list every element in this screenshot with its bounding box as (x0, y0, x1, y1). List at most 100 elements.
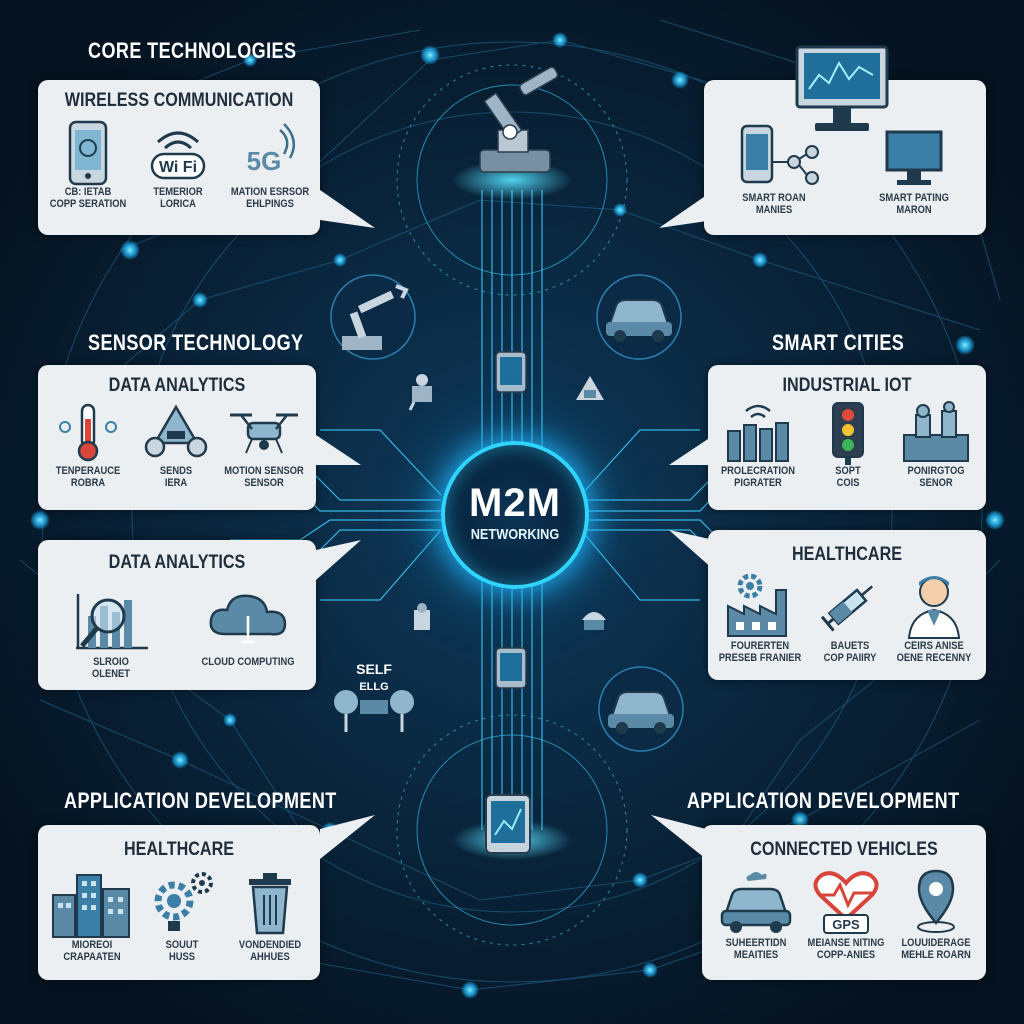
5g-text: 5G (247, 146, 282, 176)
list-item: PROLECRATION PIGRATER (708, 401, 808, 489)
cloud-computing-icon (209, 594, 287, 644)
item-caption-line1: MATION ESRSOR (230, 186, 310, 198)
item-caption-line2: CRAPAATEN (63, 951, 121, 963)
item-caption-line2: MANIES (755, 204, 793, 216)
item-caption-line2: PIGRATER (734, 477, 782, 489)
list-item: SUHEERTIDN MEAITIES (706, 867, 806, 961)
list-item: LOUUIDERAGE MEHLE ROARN (886, 867, 986, 961)
list-item: MOTION SENSOR SENSOR (214, 401, 314, 489)
5g-icon: 5G (247, 123, 296, 176)
phone-network-icon (740, 124, 819, 185)
smartphone-icon (68, 120, 108, 186)
item-caption-line1: MEIANSE NITING (807, 937, 885, 949)
panel-connected-vehicles: CONNECTED VEHICLES SUHEERTIDN MEAITIES G… (651, 815, 986, 980)
list-item: CB: IETAB COPP SERATION (38, 120, 138, 210)
small-drone-icon (576, 376, 604, 400)
self-driving-sensors-icon: SELF ELLG (334, 661, 414, 732)
small-device-icon (582, 612, 606, 630)
item-caption-line1: CEIRS ANISE (904, 640, 964, 652)
item-caption-line1: BAUETS (830, 640, 870, 652)
item-caption-line1: FOURERTEN (730, 640, 790, 652)
panel-wireless-communication: WIRELESS COMMUNICATION CB: IETAB COPP SE… (38, 80, 375, 235)
panel-title: CONNECTED VEHICLES (750, 839, 938, 860)
panel-industrial-iot: INDUSTRIAL IOT PROLECRATION PIGRATER SOP… (669, 365, 986, 510)
list-item: VONDENDIED AHHUES (220, 865, 320, 963)
small-sensor-icon (414, 603, 430, 630)
item-caption-line2: COP PAIIRY (823, 652, 877, 664)
item-caption-line2: COPP SERATION (49, 198, 127, 210)
heart-gps-icon: GPS (813, 871, 879, 934)
list-item: PONIRGTOG SENOR (886, 401, 986, 489)
section-title-application-development-right: APPLICATION DEVELOPMENT (687, 788, 960, 813)
panel-title: DATA ANALYTICS (108, 552, 246, 573)
item-caption-line1: CLOUD COMPUTING (201, 656, 295, 668)
hub-subtitle: NETWORKING (470, 526, 560, 543)
gps-text: GPS (832, 917, 860, 932)
car-top-right-icon (596, 274, 682, 360)
panel-title: HEALTHCARE (791, 544, 903, 565)
list-item: SMART ROAN MANIES (724, 122, 824, 216)
hub-title: M2M (469, 481, 561, 525)
panel-data-analytics-2: DATA ANALYTICS SLROIO OLENET CLOUD COMPU… (38, 540, 361, 690)
item-caption-line1: SLROIO (93, 656, 129, 668)
tablet-bottom-icon (485, 794, 531, 854)
item-caption-line1: SOUUT (165, 939, 199, 951)
m2m-networking-hub: M2M NETWORKING (441, 441, 589, 589)
item-caption-line1: LOUUIDERAGE (901, 937, 971, 949)
drone-icon (230, 413, 298, 454)
list-item: FOURERTEN PRESEB FRANIER (710, 570, 810, 664)
item-caption-line2: COIS (836, 477, 860, 489)
item-caption-line2: MEAITIES (733, 949, 779, 961)
section-title-sensor-technology: SENSOR TECHNOLOGY (88, 330, 304, 355)
wifi-text: Wi Fi (159, 159, 197, 176)
item-caption-line1: VONDENDIED (238, 939, 302, 951)
panel-title: WIRELESS COMMUNICATION (64, 90, 294, 111)
dashboard-monitor-icon (795, 45, 889, 131)
city-buildings-icon (52, 874, 130, 938)
car-icon (720, 872, 792, 933)
panel-title: DATA ANALYTICS (108, 375, 246, 396)
item-caption-line2: EHLPINGS (246, 198, 294, 210)
sensor-network-icon (144, 404, 208, 458)
robotic-machinery-icon (903, 401, 969, 462)
list-item: CLOUD COMPUTING (188, 586, 308, 668)
item-caption-line2: MEHLE ROARN (901, 949, 971, 961)
list-item: Wi Fi TEMERIOR LORICA (128, 120, 228, 210)
item-caption-line2: OENE RECENNY (896, 652, 972, 664)
self-label-2: ELLG (359, 681, 388, 693)
factory-gear-icon (727, 573, 787, 637)
gears-icon (154, 872, 213, 931)
panel-healthcare-right: HEALTHCARE FOURERTEN PRESEB FRANIER BAUE… (669, 530, 986, 680)
panel-title: HEALTHCARE (123, 839, 235, 860)
item-caption-line1: SMART PATING (879, 192, 949, 204)
wifi-icon: Wi Fi (150, 131, 206, 180)
item-caption-line2: HUSS (169, 951, 195, 963)
list-item: SENDS IERA (126, 401, 226, 489)
item-caption-line2: COPP-ANIES (816, 949, 876, 961)
small-robot-icon (408, 374, 432, 411)
doctor-icon (907, 576, 961, 639)
panel-data-analytics-1: DATA ANALYTICS TENPERAUCE ROBRA SENDS IE… (38, 365, 361, 510)
syringe-icon (820, 585, 874, 632)
desktop-monitor-icon (885, 130, 943, 185)
item-caption-line2: SENOR (919, 477, 953, 489)
list-item: CEIRS ANISE OENE RECENNY (884, 570, 984, 664)
item-caption-line1: MOTION SENSOR (224, 465, 304, 477)
section-title-application-development-left: APPLICATION DEVELOPMENT (64, 788, 337, 813)
item-caption-line1: SENDS (159, 465, 193, 477)
item-caption-line1: SMART ROAN (742, 192, 806, 204)
item-caption-line2: ROBRA (70, 477, 106, 489)
list-item: MIOREOI CRAPAATEN (42, 865, 142, 963)
item-caption-line2: LORICA (160, 198, 196, 210)
robot-arm-icon (330, 274, 416, 360)
robot-arm-top-icon (479, 66, 559, 173)
list-item: BAUETS COP PAIIRY (800, 570, 900, 664)
item-caption-line2: SENSOR (244, 477, 284, 489)
item-caption-line2: MARON (896, 204, 932, 216)
list-item: SLROIO OLENET (56, 586, 166, 680)
item-caption-line1: PROLECRATION (720, 465, 796, 477)
list-item: SMART PATING MARON (864, 122, 964, 216)
item-caption-line1: TEMERIOR (153, 186, 203, 198)
list-item: TENPERAUCE ROBRA (38, 401, 138, 489)
item-caption-line1: CB: IETAB (64, 186, 112, 198)
